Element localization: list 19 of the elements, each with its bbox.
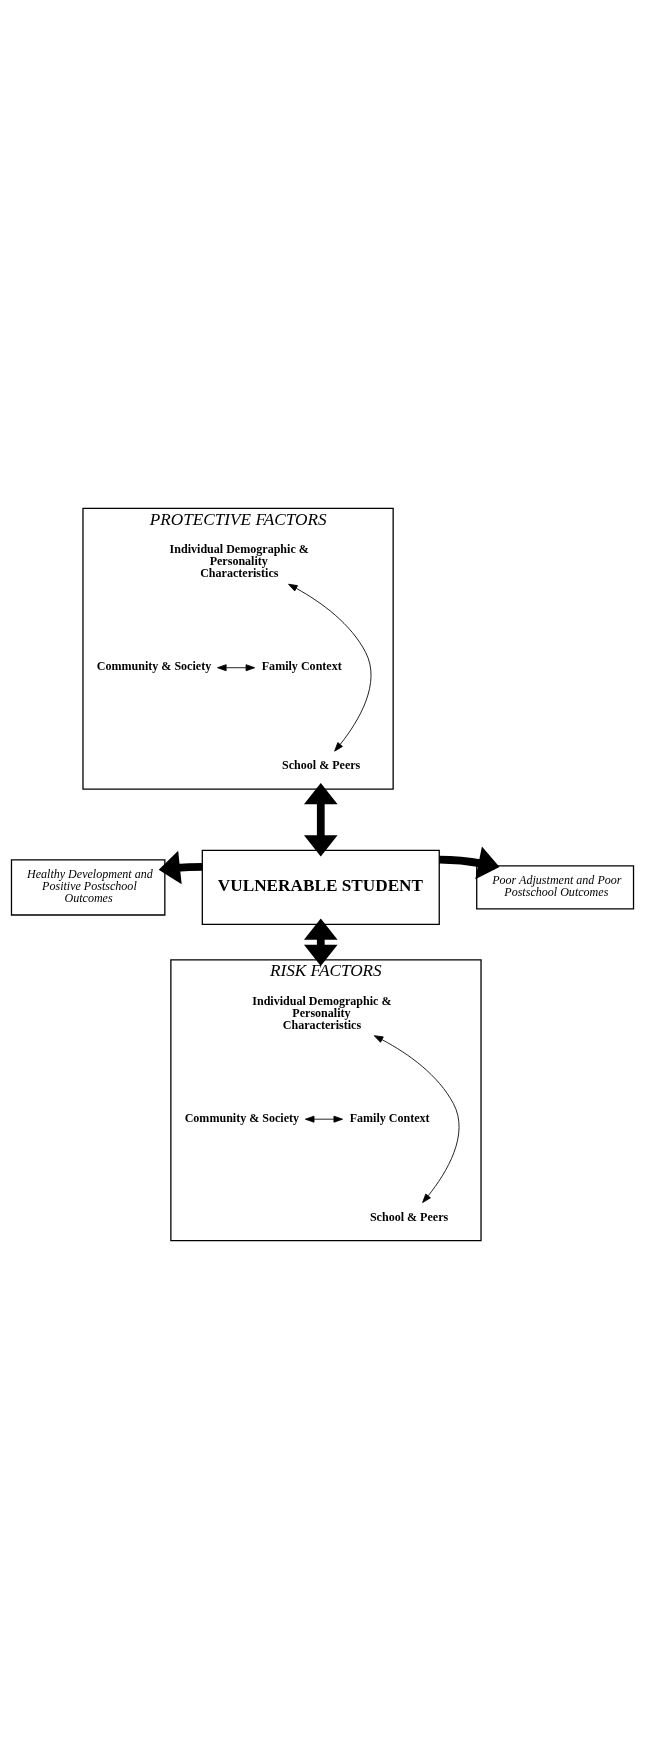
arrow (439, 845, 500, 879)
node-text: Individual Demographic & Personality Characteristics (169, 541, 309, 580)
node-text: Family Context (261, 658, 342, 673)
node-text: School & Peers (282, 757, 361, 772)
arrow (288, 583, 372, 752)
arrow (217, 663, 256, 671)
arrow (373, 1034, 460, 1203)
arrow (303, 918, 338, 966)
node-text: Community & Society (96, 658, 212, 673)
node-text: Individual Demographic & Personality Characteristics (252, 993, 392, 1032)
node-box: VULNERABLE STUDENT (201, 849, 440, 925)
node-box: Healthy Development and Positive Postschool Outcomes (10, 858, 166, 916)
arrow (158, 850, 203, 884)
node-text: School & Peers (369, 1209, 449, 1224)
node-text: Community & Society (184, 1110, 300, 1125)
node-text: Family Context (349, 1110, 430, 1125)
arrow (304, 1115, 343, 1123)
arrow (303, 782, 338, 857)
node-box: Poor Adjustment and Poor Postschool Outcomes (476, 864, 635, 910)
